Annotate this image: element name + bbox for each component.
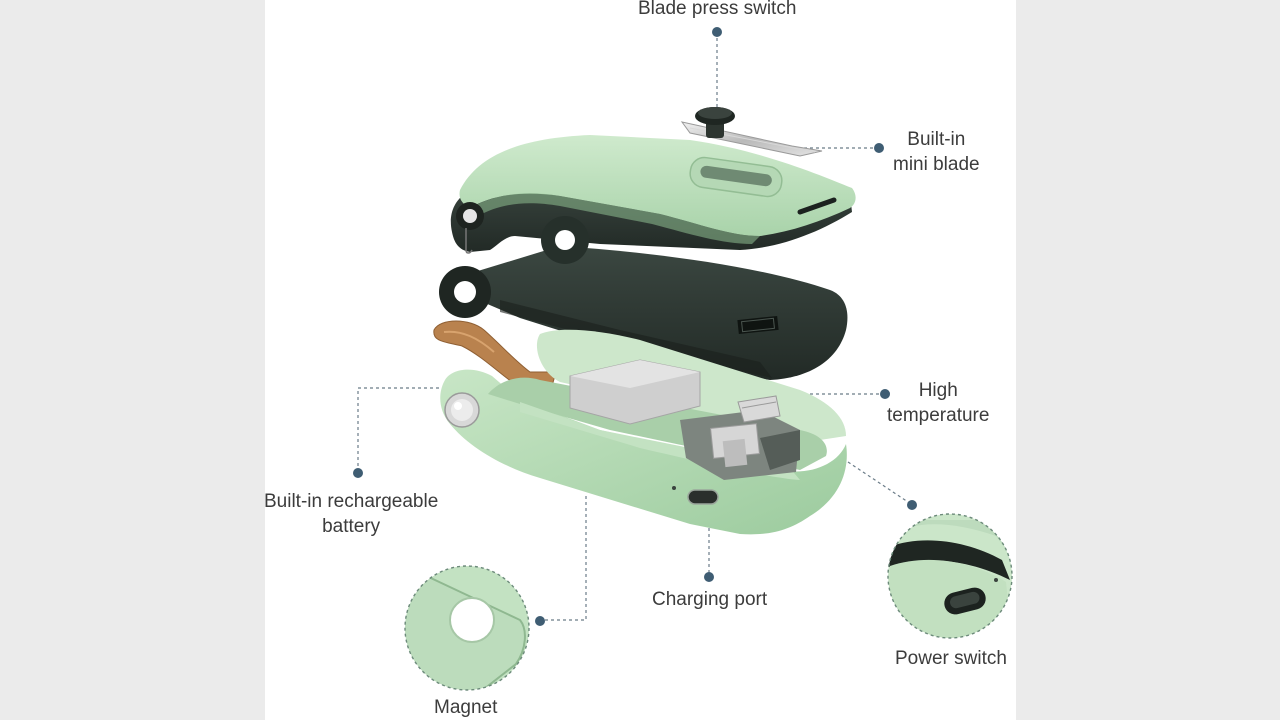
callout-line-battery: [357, 387, 600, 472]
label-power-switch: Power switch: [895, 648, 1007, 669]
power-switch-inset: [887, 513, 1013, 639]
label-charging-port: Charging port: [652, 589, 768, 610]
blade-press-knob: [695, 107, 735, 138]
magnet-inset: [404, 565, 530, 691]
callout-dot-battery: [353, 468, 363, 478]
label-blade-press-switch: Blade press switch: [638, 0, 797, 19]
charging-port: [687, 489, 719, 505]
callout-dot-mini-blade: [874, 143, 884, 153]
middle-plate: [439, 216, 848, 380]
heating-element: [680, 395, 800, 480]
callout-dot-charging: [704, 572, 714, 582]
label-magnet: Magnet: [434, 697, 498, 718]
callout-dot-blade-press: [712, 27, 722, 37]
label-builtin-rechargeable-battery: Built-in rechargeable battery: [264, 491, 439, 537]
callout-dot-power: [907, 500, 917, 510]
label-builtin-mini-blade: Built-in mini blade: [893, 129, 980, 175]
callout-line-power: [847, 461, 912, 505]
bottom-body: [440, 329, 847, 535]
callout-dots: [353, 27, 917, 626]
callout-line-magnet: [540, 496, 587, 621]
callout-dot-magnet: [535, 616, 545, 626]
label-high-temperature: High temperature: [887, 380, 990, 426]
callout-dot-high-temp: [880, 389, 890, 399]
callout-lines: [357, 32, 912, 621]
